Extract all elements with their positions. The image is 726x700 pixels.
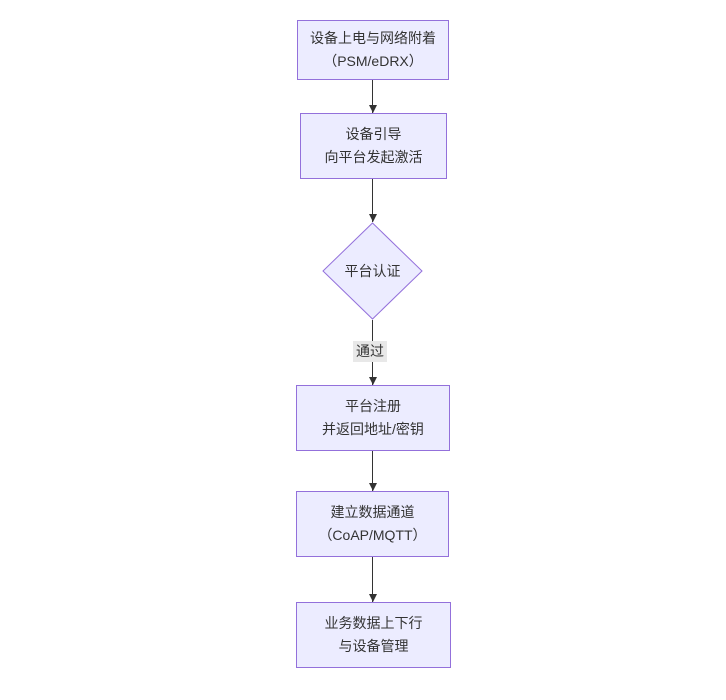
edge-line [372, 451, 373, 491]
node-text-line: 设备引导 [345, 126, 402, 142]
edge-line [372, 557, 373, 602]
arrow-down-icon [368, 594, 377, 602]
edge-label-pass: 通过 [353, 341, 387, 362]
node-power-network-attach: 设备上电与网络附着 （PSM/eDRX） [297, 20, 449, 80]
node-data-channel: 建立数据通道 （CoAP/MQTT） [296, 491, 449, 557]
node-text-line: 向平台发起激活 [324, 149, 423, 165]
node-text-line: 设备上电与网络附着 [310, 30, 436, 46]
node-platform-register: 平台注册 并返回地址/密钥 [296, 385, 450, 451]
edge-channel-to-business [368, 557, 377, 602]
node-text-line: 建立数据通道 [330, 504, 415, 520]
node-text-line: 平台认证 [344, 263, 401, 279]
edge-bootstrap-to-auth [368, 179, 377, 222]
diamond-shape [322, 222, 423, 320]
node-text-line: 与设备管理 [338, 638, 409, 654]
edge-line [372, 179, 373, 222]
edge-register-to-channel [368, 451, 377, 491]
node-device-bootstrap: 设备引导 向平台发起激活 [300, 113, 447, 179]
node-platform-auth-decision: 平台认证 [322, 222, 423, 320]
node-text-line: （PSM/eDRX） [323, 53, 423, 69]
arrow-down-icon [368, 483, 377, 491]
edge-label-text: 通过 [356, 343, 384, 359]
edge-power-to-bootstrap [368, 80, 377, 113]
arrow-down-icon [368, 214, 377, 222]
node-text-line: （CoAP/MQTT） [318, 527, 427, 543]
node-text-line: 并返回地址/密钥 [322, 421, 424, 437]
arrow-down-icon [368, 377, 377, 385]
edge-line [372, 80, 373, 113]
node-text-line: 平台注册 [345, 398, 401, 414]
arrow-down-icon [368, 105, 377, 113]
node-text-line: 业务数据上下行 [324, 615, 423, 631]
node-business-data-management: 业务数据上下行 与设备管理 [296, 602, 451, 668]
